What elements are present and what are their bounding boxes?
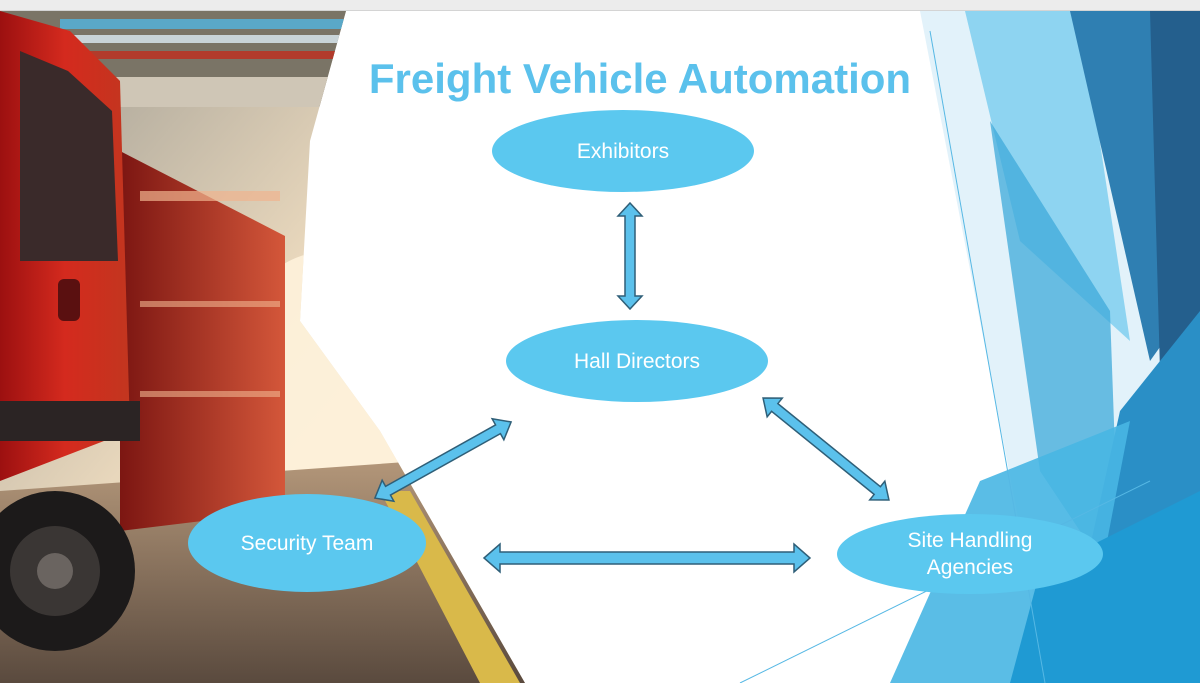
- arrow-hall-security: [373, 417, 513, 503]
- node-site-handling-shape: [837, 514, 1103, 594]
- presentation-slide: Freight Vehicle Automation Exhibitors Ha…: [0, 11, 1200, 683]
- decorative-facets: [739, 11, 1200, 683]
- node-site-handling-label-line2: Agencies: [926, 556, 1014, 579]
- node-exhibitors-shape: [492, 110, 754, 192]
- window-top-bar: [0, 0, 1200, 11]
- node-site-handling-label-line1: Site Handling: [907, 529, 1033, 552]
- node-security-team-shape: [188, 494, 426, 592]
- node-security-team-label: Security Team: [240, 531, 374, 555]
- slide-title: Freight Vehicle Automation: [368, 55, 912, 102]
- node-exhibitors-label: Exhibitors: [576, 139, 670, 163]
- node-hall-directors-shape: [506, 320, 768, 402]
- node-hall-directors: Hall Directors: [506, 320, 768, 402]
- arrow-hall-site: [762, 397, 890, 501]
- arrow-exhibitors-hall: [616, 201, 644, 311]
- arrow-security-site: [482, 542, 812, 574]
- diagram-shapes: [188, 110, 1103, 594]
- node-security-team: Security Team: [188, 494, 426, 592]
- node-site-handling-agencies: Site Handling Agencies: [837, 514, 1103, 594]
- node-exhibitors: Exhibitors: [492, 110, 754, 192]
- node-hall-directors-label: Hall Directors: [573, 349, 701, 373]
